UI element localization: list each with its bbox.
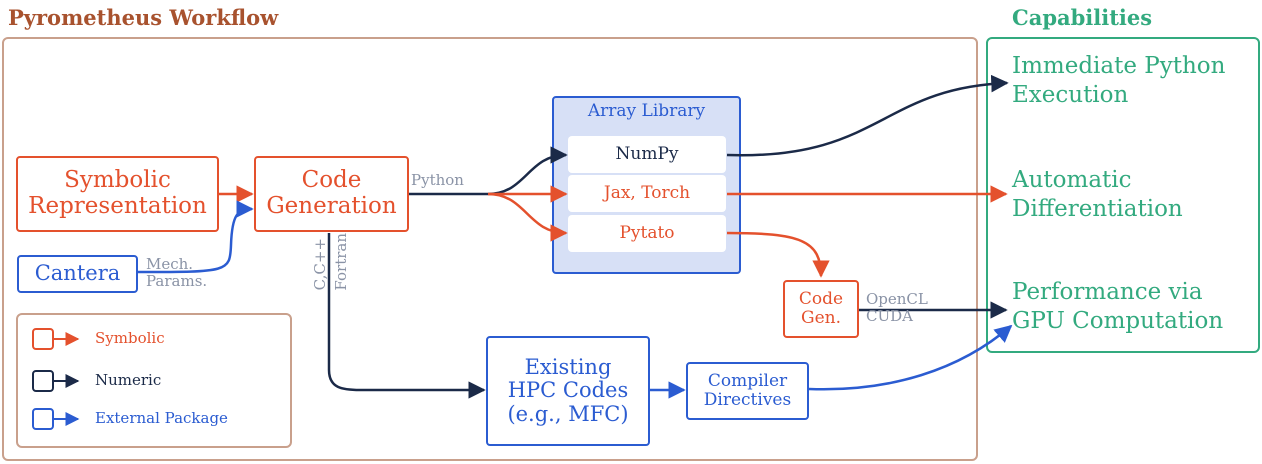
capability-performance-gpu: Performance via GPU Computation [1012, 279, 1224, 334]
arrow-python-to-pytato [487, 192, 568, 242]
arrow-directives-to-performance [808, 324, 1013, 391]
edge-label-c-cpp: C,C++ [311, 238, 329, 291]
capability-automatic-differentiation: Automatic Differentiation [1012, 167, 1183, 222]
array-library-title: Array Library [587, 101, 706, 121]
arrow-pytato-to-codegen [726, 231, 830, 278]
capabilities-title: Capabilities [1012, 5, 1153, 30]
node-code-gen: Code Gen. [783, 280, 859, 338]
legend-label-external-package: External Package [95, 409, 228, 427]
legend-swatch-symbolic [32, 328, 80, 350]
arrow-codegen-to-hpc [327, 233, 486, 399]
array-item-pytato: Pytato [568, 215, 726, 252]
workflow-frame [2, 37, 978, 461]
legend-label-symbolic: Symbolic [95, 329, 165, 347]
legend-swatch-numeric [32, 370, 80, 392]
array-item-numpy: NumPy [568, 136, 726, 173]
capability-immediate-python-execution: Immediate Python Execution [1012, 53, 1226, 108]
node-existing-hpc-codes: Existing HPC Codes (e.g., MFC) [486, 336, 650, 446]
edge-label-mech-params: Mech. Params. [146, 255, 208, 291]
array-item-jax-torch: Jax, Torch [568, 175, 726, 212]
legend-label-numeric: Numeric [95, 371, 162, 389]
arrow-cantera-to-codegen [137, 200, 254, 274]
edge-label-opencl-cuda: OpenCL CUDA [866, 290, 928, 326]
workflow-title: Pyrometheus Workflow [8, 5, 279, 30]
legend-swatch-external [32, 408, 80, 430]
edge-label-python: Python [411, 171, 464, 189]
node-symbolic-representation: Symbolic Representation [16, 156, 219, 232]
node-code-generation: Code Generation [254, 156, 409, 232]
legend-box [16, 313, 292, 448]
edge-label-fortran: Fortran [332, 233, 350, 291]
node-cantera: Cantera [17, 255, 138, 293]
node-compiler-directives: Compiler Directives [686, 362, 809, 420]
arrow-numpy-to-immediate [726, 74, 1009, 157]
